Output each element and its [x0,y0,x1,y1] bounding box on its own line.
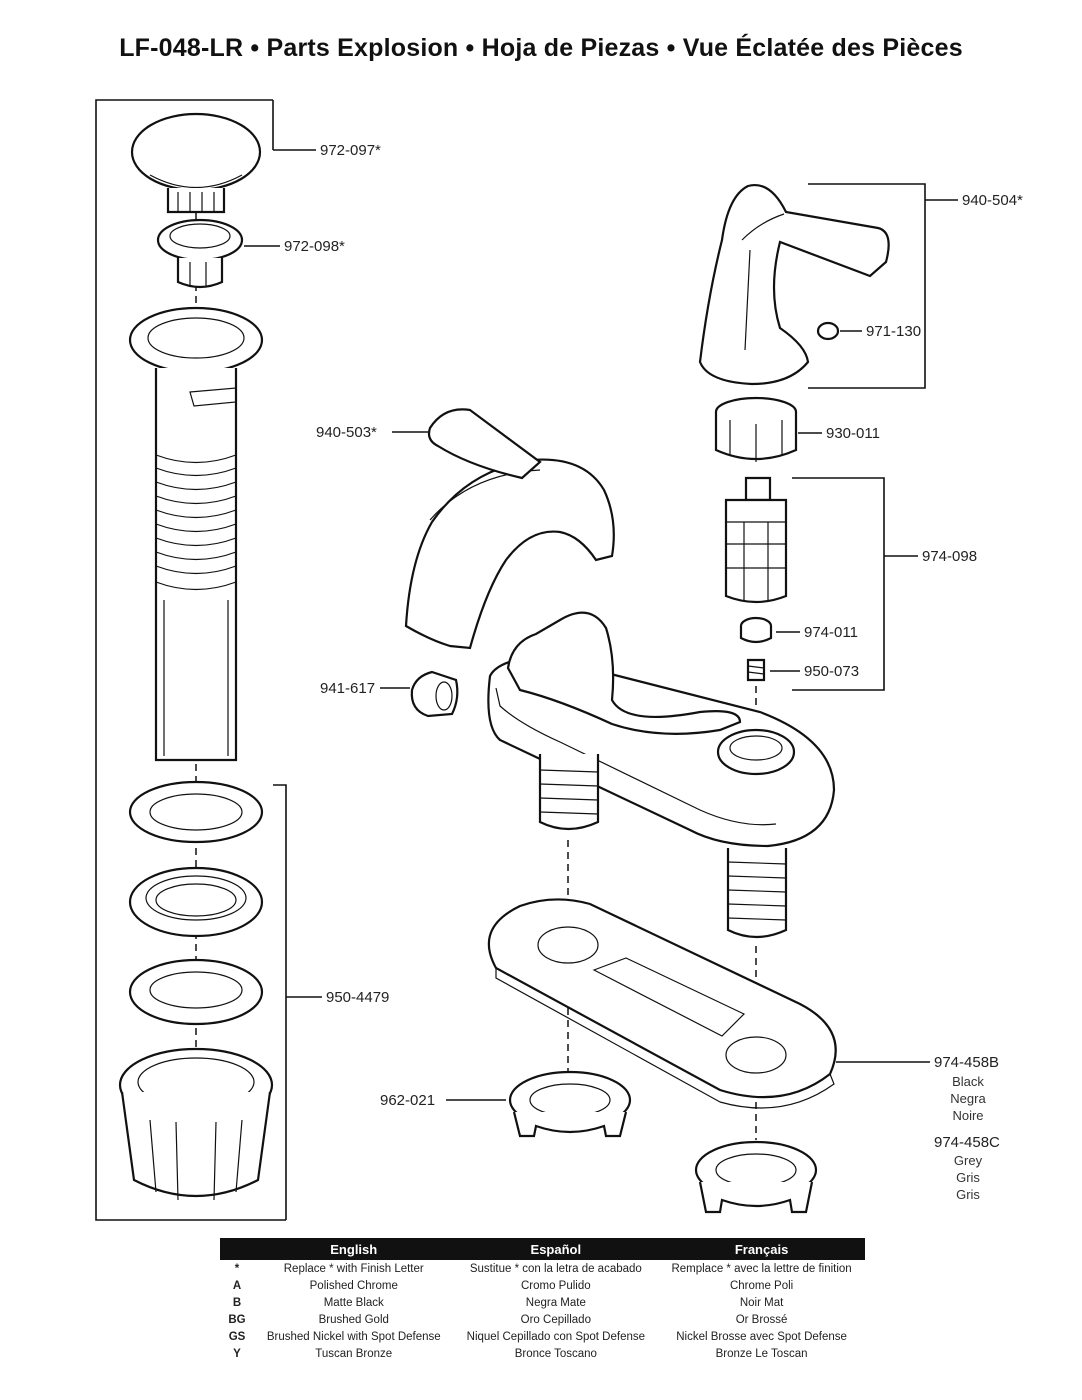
label-974-458B: 974-458B [934,1054,999,1071]
legend-french: Chrome Poli [729,1279,794,1292]
legend-row: GS Brushed Nickel with Spot Defense Niqu… [220,1328,865,1345]
legend-header-english: English [254,1238,454,1260]
legend-french: Noir Mat [739,1296,784,1309]
aerator-part[interactable] [410,670,459,718]
legend-code: Y [233,1347,241,1360]
stopper-body-part[interactable] [156,218,244,289]
legend-header-row: English Español Français [220,1238,865,1260]
legend-row: Y Tuscan Bronze Bronce Toscano Bronze Le… [220,1345,865,1362]
legend-french: Remplace * avec la lettre de finition [671,1262,852,1275]
legend-spanish: Bronce Toscano [514,1347,597,1360]
deck-plate-part[interactable] [487,898,837,1109]
drain-nut-part[interactable] [118,1047,274,1201]
legend-header-code [220,1238,254,1260]
bonnet-nut-part[interactable] [714,396,798,462]
cartridge-part[interactable] [724,476,788,604]
finish-legend-table: English Español Français * Replace * wit… [220,1238,865,1362]
label-941-617: 941-617 [320,680,375,697]
label-974-098: 974-098 [922,548,977,565]
legend-spanish: Sustitue * con la letra de acabado [469,1262,642,1275]
handle-bracket [808,183,926,389]
mounting-nut-left-part[interactable] [508,1070,632,1138]
legend-spanish: Negra Mate [525,1296,586,1309]
legend-code: BG [228,1313,246,1326]
legend-english: Brushed Gold [318,1313,389,1326]
legend-english: Replace * with Finish Letter [283,1262,424,1275]
faucet-body-part[interactable] [404,408,836,939]
drain-body-part[interactable] [128,306,264,762]
legend-english: Matte Black [323,1296,384,1309]
page-title: LF-048-LR • Parts Explosion • Hoja de Pi… [119,34,963,62]
label-974-011: 974-011 [804,624,858,641]
legend-header-french: Français [658,1238,865,1260]
legend-french: Bronze Le Toscan [715,1347,808,1360]
label-962-021: 962-021 [380,1092,435,1109]
legend-spanish: Oro Cepillado [520,1313,591,1326]
cartridge-bracket [792,477,885,691]
label-950-4479: 950-4479 [326,989,389,1006]
legend-code: B [232,1296,242,1309]
mounting-nut-right-part[interactable] [694,1140,818,1214]
set-screw-part[interactable] [816,321,840,341]
legend-french: Nickel Brosse avec Spot Defense [676,1330,847,1343]
legend-french: Or Brossé [735,1313,788,1326]
drain-assembly-bracket [95,99,286,1221]
legend-spanish: Niquel Cepillado con Spot Defense [466,1330,646,1343]
legend-spanish: Cromo Pulido [520,1279,591,1292]
legend-code: GS [228,1330,246,1343]
label-974-458C: 974-458C [934,1134,1000,1151]
label-940-504: 940-504* [962,192,1023,209]
label-974-458C-color-en: Grey [954,1153,983,1168]
seat-part[interactable] [739,616,773,644]
label-974-458B-color-en: Black [952,1074,984,1089]
label-974-458B-color-es: Negra [950,1091,986,1106]
label-930-011: 930-011 [826,425,880,442]
handle-part[interactable] [698,183,890,386]
label-950-073: 950-073 [804,663,859,680]
legend-english: Tuscan Bronze [315,1347,393,1360]
label-974-458C-color-fr: Gris [956,1187,980,1202]
legend-row: B Matte Black Negra Mate Noir Mat [220,1294,865,1311]
legend-header-spanish: Español [453,1238,659,1260]
drain-gasket-2[interactable] [128,866,264,938]
label-972-097: 972-097* [320,142,381,159]
legend-code: A [232,1279,242,1292]
legend-english: Polished Chrome [309,1279,398,1292]
label-972-098: 972-098* [284,238,345,255]
legend-code: * [234,1262,240,1275]
spring-part[interactable] [746,658,766,682]
stopper-cap-part[interactable] [130,112,262,214]
label-940-503: 940-503* [316,424,377,441]
drain-gasket-1[interactable] [128,780,264,844]
legend-row: * Replace * with Finish Letter Sustitue … [220,1260,865,1277]
legend-row: A Polished Chrome Cromo Pulido Chrome Po… [220,1277,865,1294]
label-974-458C-color-es: Gris [956,1170,980,1185]
label-974-458B-color-fr: Noire [952,1108,983,1123]
legend-english: Brushed Nickel with Spot Defense [266,1330,441,1343]
label-971-130: 971-130 [866,323,921,340]
gasket-bracket [273,784,287,1220]
drain-gasket-3[interactable] [128,958,264,1026]
legend-row: BG Brushed Gold Oro Cepillado Or Brossé [220,1311,865,1328]
